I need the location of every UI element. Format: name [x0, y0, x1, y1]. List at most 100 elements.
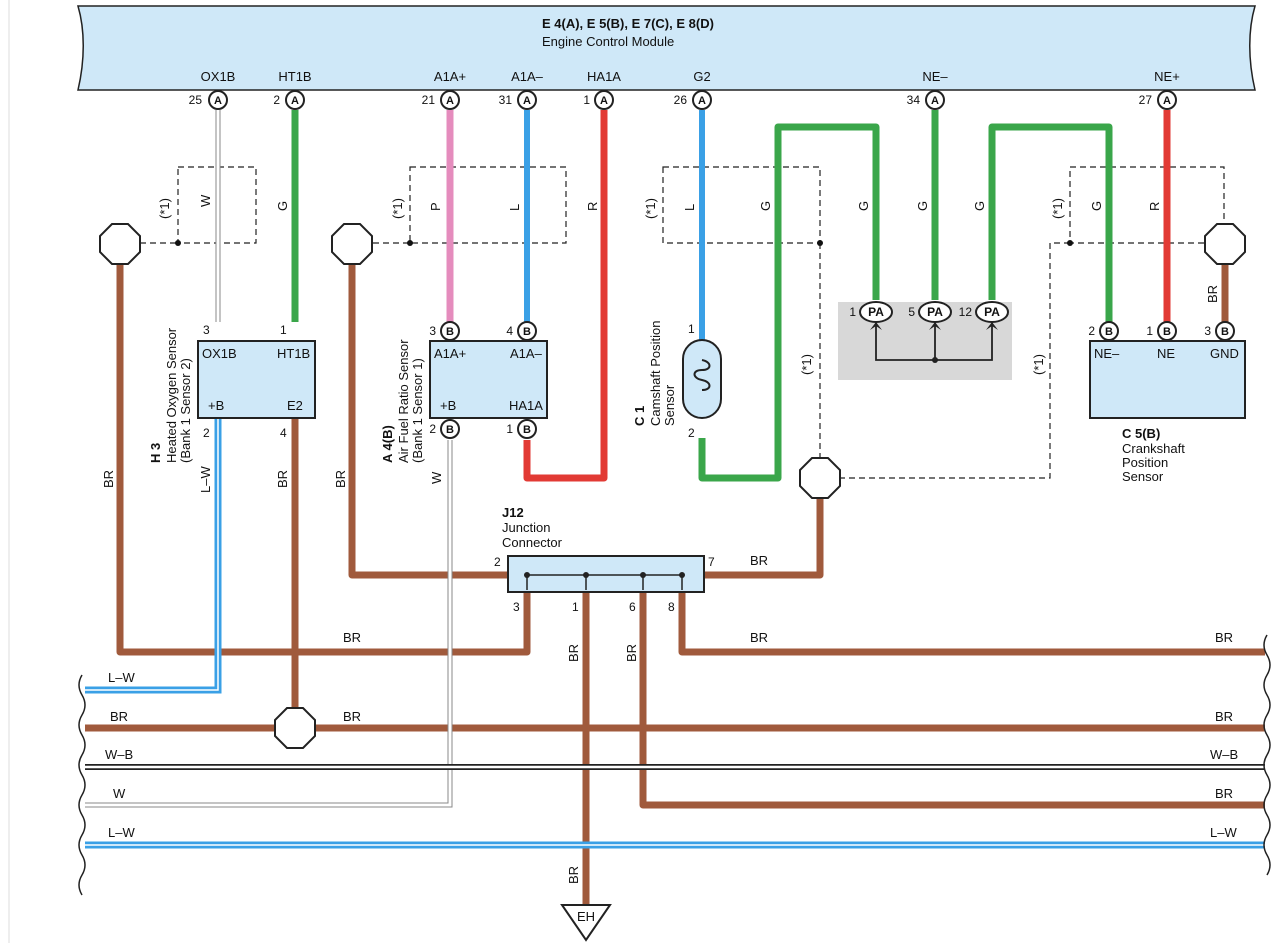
svg-text:6: 6 [629, 600, 636, 614]
a4-connector-circles: B B B B [440, 321, 537, 439]
green-wires [291, 110, 1113, 482]
ground-eh-icon [560, 904, 612, 942]
svg-text:(*1): (*1) [799, 354, 814, 375]
svg-text:OX1B: OX1B [202, 346, 237, 361]
blue-wires [524, 110, 705, 340]
h3-name: Heated Oxygen Sensor [164, 327, 179, 463]
c1-id: C 1 [632, 406, 647, 426]
ecm-pin-num: 34 [907, 93, 921, 107]
svg-text:(*1): (*1) [643, 198, 658, 219]
svg-text:7: 7 [708, 555, 715, 569]
svg-text:A1A–: A1A– [510, 346, 543, 361]
c1-name: Camshaft Position [648, 321, 663, 427]
svg-text:BR: BR [1215, 786, 1233, 801]
svg-text:BR: BR [566, 866, 581, 884]
svg-text:BR: BR [750, 630, 768, 645]
red-wires [523, 110, 1171, 482]
ecm-terminal-a1am: A1A– [511, 69, 544, 84]
ground-eh-label: EH [577, 909, 595, 924]
svg-text:BR: BR [343, 709, 361, 724]
ecm-terminal-g2: G2 [693, 69, 710, 84]
svg-text:+B: +B [440, 398, 456, 413]
c5-connector-circles: B B B [1099, 321, 1235, 341]
svg-text:E2: E2 [287, 398, 303, 413]
svg-text:(*1): (*1) [1031, 354, 1046, 375]
svg-text:L–W: L–W [1210, 825, 1237, 840]
shield-box-a4 [409, 166, 567, 244]
ecm-terminal-a1ap: A1A+ [434, 69, 466, 84]
svg-text:G: G [856, 201, 871, 211]
h3-pin-numbers: 3 1 2 4 [203, 323, 287, 440]
splice-h3-shield [99, 223, 141, 265]
svg-text:B: B [523, 326, 531, 338]
svg-text:(*1): (*1) [1050, 198, 1065, 219]
svg-text:1: 1 [572, 600, 579, 614]
svg-text:L–W: L–W [198, 466, 213, 493]
ecm-pin-num: 21 [422, 93, 436, 107]
ecm-terminal-ht1b: HT1B [278, 69, 311, 84]
svg-text:B: B [523, 424, 531, 436]
svg-text:A: A [1163, 95, 1171, 107]
coil-icon [693, 359, 711, 391]
svg-text:A1A+: A1A+ [434, 346, 466, 361]
c5-name3: Sensor [1122, 469, 1164, 484]
c5-sensor-box [1089, 340, 1246, 419]
shield-labels: (*1) (*1) (*1) (*1) (*1) (*1) [157, 198, 1065, 375]
svg-text:W–B: W–B [105, 747, 133, 762]
splice-a4-shield [331, 223, 373, 265]
svg-text:BR: BR [624, 644, 639, 662]
ecm-terminal-nep: NE+ [1154, 69, 1180, 84]
wire-color-labels: W G P L R L G G G G G R BR BR L–W BR BR … [101, 194, 1220, 884]
a4-sub: (Bank 1 Sensor 1) [410, 358, 425, 463]
pa-connectors: PA PA PA 1 5 12 [849, 301, 1009, 363]
h3-id: H 3 [148, 443, 163, 463]
c1-sub: Sensor [662, 384, 677, 426]
shield-dots [175, 240, 1073, 246]
svg-text:(*1): (*1) [390, 198, 405, 219]
ecm-terminal-numbers: 25 2 21 31 1 26 34 27 [189, 93, 1153, 107]
svg-text:1: 1 [280, 323, 287, 337]
svg-text:3: 3 [203, 323, 210, 337]
ecm-terminal-ox1b: OX1B [201, 69, 236, 84]
svg-text:8: 8 [668, 600, 675, 614]
j12-id: J12 [502, 505, 524, 520]
svg-text:W: W [113, 786, 126, 801]
svg-text:B: B [1163, 326, 1171, 338]
svg-text:L–W: L–W [108, 670, 135, 685]
svg-text:G: G [275, 201, 290, 211]
svg-text:BR: BR [566, 644, 581, 662]
horizontal-wire-labels: BR BR BR BR L–W BR BR BR W–B W–B W BR L–… [105, 553, 1238, 840]
ecm-pin-num: 25 [189, 93, 203, 107]
svg-text:A: A [446, 95, 454, 107]
c5-pin-labels: NE– NE GND [1094, 346, 1239, 361]
svg-text:W: W [429, 471, 444, 484]
ecm-terminal-ha1a: HA1A [587, 69, 621, 84]
svg-text:BR: BR [343, 630, 361, 645]
ecm-box [77, 5, 1256, 91]
h3-pin-labels: OX1B HT1B +B E2 [202, 346, 310, 413]
svg-text:W–B: W–B [1210, 747, 1238, 762]
svg-text:5: 5 [908, 305, 915, 319]
white-wires [85, 110, 453, 808]
svg-text:PA: PA [984, 305, 1000, 319]
svg-text:W: W [198, 194, 213, 207]
svg-text:BR: BR [275, 470, 290, 488]
ecm-pin-num: 31 [499, 93, 513, 107]
splice-c1-shield [799, 457, 841, 499]
svg-text:3: 3 [513, 600, 520, 614]
splice-octagons [99, 223, 1246, 749]
svg-text:2: 2 [203, 426, 210, 440]
a4-pin-labels: A1A+ A1A– +B HA1A [434, 346, 543, 413]
svg-text:B: B [446, 424, 454, 436]
svg-text:G: G [758, 201, 773, 211]
j12-bus-dots [524, 572, 685, 578]
svg-text:HA1A: HA1A [509, 398, 543, 413]
svg-text:PA: PA [927, 305, 943, 319]
svg-text:A: A [698, 95, 706, 107]
svg-text:12: 12 [959, 305, 973, 319]
svg-text:B: B [1105, 326, 1113, 338]
ecm-pin-num: 2 [273, 93, 280, 107]
c5-pin-numbers: 2 1 3 [1088, 324, 1211, 338]
a4-name: Air Fuel Ratio Sensor [396, 339, 411, 463]
j12-bus [526, 574, 683, 590]
